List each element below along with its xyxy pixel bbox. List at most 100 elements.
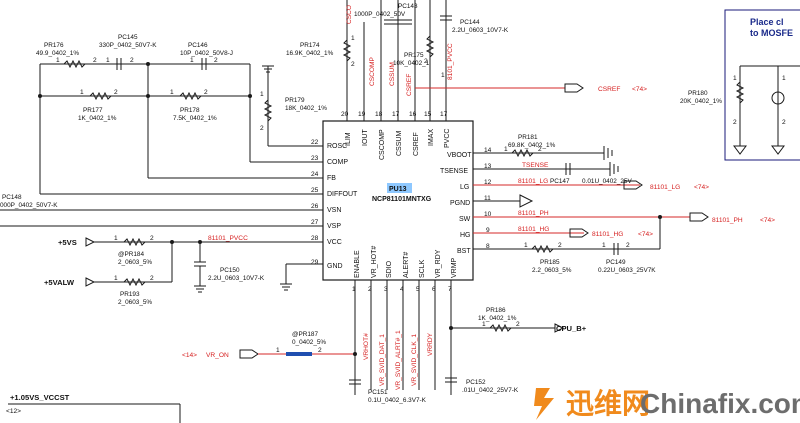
feedback-network: PR176 49.9_0402_1% PC145 330P_0402_50V7-…: [0, 34, 327, 227]
pr180-pin2: 2: [733, 119, 737, 126]
pc146-pin1: 1: [190, 57, 194, 64]
pin-lg: LG: [460, 184, 469, 191]
pc152-val: .01U_0402_25V7-K: [462, 387, 519, 394]
pin-num-8: 8: [486, 243, 490, 250]
pr174-ref: PR174: [300, 42, 320, 49]
pr180-ref: PR180: [688, 90, 708, 97]
pin-num-5: 5: [416, 286, 420, 293]
pc145-val: 330P_0402_50V7-K: [99, 42, 157, 49]
pin-num-26: 26: [311, 203, 319, 210]
pr174-pin1: 1: [351, 35, 355, 42]
net-5vs: +5VS: [58, 238, 77, 247]
pr176-pin1: 1: [56, 57, 60, 64]
note-line-2: to MOSFE: [750, 28, 793, 38]
ic-left-pins: ROSC COMP FB DIFFOUT VSN VSP VCC GND 22 …: [311, 139, 358, 270]
net-81101-lg: 81101_LG: [518, 178, 548, 185]
port-ph-label: 81101_PH: [712, 217, 743, 224]
pr176-val: 49.9_0402_1%: [36, 50, 79, 57]
pc150-val: 2.2U_0603_10V7-K: [208, 275, 265, 282]
pc147-ref: PC147: [550, 178, 570, 185]
pin-num-11: 11: [484, 195, 491, 202]
pgnd-symbol: [519, 194, 534, 208]
pc149-pin1: 1: [602, 242, 606, 249]
pin-vcc: VCC: [327, 239, 342, 246]
pin-fb: FB: [327, 175, 336, 182]
pr177-ref: PR177: [83, 107, 103, 114]
pr177-val: 1K_0402_1%: [78, 115, 117, 122]
pin-bst: BST: [457, 248, 471, 255]
net-105vs-vccst: +1.05VS_VCCST: [10, 393, 70, 402]
watermark-logo-icon: [534, 388, 554, 420]
net-imax-v: 8101_PVCC: [447, 43, 454, 80]
pin-num-2: 2: [368, 286, 372, 293]
pc149-ref: PC149: [606, 259, 626, 266]
pr178-ref: PR178: [180, 107, 200, 114]
pr186-ref: PR186: [486, 307, 506, 314]
net-cssum-v: CSSUM: [389, 62, 396, 86]
pin-iout: IOUT: [362, 129, 369, 146]
pr174-val: 16.9K_0402_1%: [286, 50, 334, 57]
pin-vsn: VSN: [327, 207, 341, 214]
pr193-pin2: 2: [150, 275, 154, 282]
pin-num-19: 19: [358, 111, 366, 118]
thermistor-pin1: 1: [782, 75, 786, 82]
port-vr-on-label: VR_ON: [206, 352, 229, 359]
pr184-val: 2_0603_5%: [118, 259, 152, 266]
pin-num-20: 20: [341, 111, 349, 118]
port-lg-label: 81101_LG: [650, 184, 680, 191]
pin-num-24: 24: [311, 171, 319, 178]
pr179-pin1: 1: [260, 91, 264, 98]
watermark: 迅维网 Chinafix.com: [528, 380, 800, 423]
pc149-val: 0.22U_0603_25V7K: [598, 267, 656, 274]
port-vr-on-tag: <14>: [182, 352, 197, 359]
resistor-pr178: [179, 91, 202, 101]
pin-num-12: 12: [484, 179, 492, 186]
ground-pr180: [733, 145, 747, 155]
arrow-cpu-b: [554, 323, 565, 333]
port-hg-tag: <74>: [638, 231, 653, 238]
pr184-pin2: 2: [150, 235, 154, 242]
ic-part-number: NCP81101MNTXG: [372, 196, 432, 203]
pin-sdio: SDIO: [386, 260, 393, 278]
pc151-val: 0.1U_0402_6.3V7-K: [368, 397, 427, 404]
pin-hg: HG: [460, 232, 471, 239]
pin-num-9: 9: [486, 227, 490, 234]
resistor-pr181: [511, 148, 534, 158]
pin-pvcc: PVCC: [444, 129, 451, 148]
pr187-ref: @PR187: [292, 331, 318, 338]
pr184-ref: @PR184: [118, 251, 144, 258]
pc144-ref: PC144: [460, 19, 480, 26]
pc147-val: 0.01U_0402_25V: [582, 178, 632, 185]
pc151-ref: PC151: [368, 389, 388, 396]
pin-vrrdy: VR_RDY: [435, 249, 442, 278]
net-svid-dat: VR_SVID_DAT_1: [379, 334, 386, 386]
pr175-ref: PR175: [404, 52, 424, 59]
power-inputs: +5VS +5VALW 81101_PVCC @PR184 2_0603_5% …: [44, 235, 323, 306]
net-81101-pvcc: 81101_PVCC: [208, 235, 248, 242]
pr177-pin2: 2: [114, 89, 118, 96]
pin-num-14: 14: [484, 147, 492, 154]
pr175-val: 10K_0402_1: [393, 60, 430, 67]
port-csref-tag: <74>: [632, 86, 647, 93]
pc145-ref: PC145: [118, 34, 138, 41]
right-side: PR181 69.8K_0402_1% TSENSE 1 2 81101_LG …: [473, 134, 775, 274]
pr176-ref: PR176: [44, 42, 64, 49]
pin-num-3: 3: [384, 286, 388, 293]
pin-imax: IMAX: [428, 129, 435, 146]
pin-num-23: 23: [311, 155, 319, 162]
pc149-pin2: 2: [626, 242, 630, 249]
pc146-pin2: 2: [214, 57, 218, 64]
pr187-pin1: 1: [276, 347, 280, 354]
pin-alert: ALERT#: [403, 252, 410, 278]
net-cpu-b: CPU_B+: [556, 324, 587, 333]
port-vr-on: [239, 349, 259, 359]
pin-cscomp: CSCOMP: [379, 129, 386, 160]
ic-pu13: PU13 NCP81101MNTXG 20 19 18 17 16 15 17 …: [311, 106, 492, 293]
pin-num-16: 16: [409, 111, 417, 118]
pr193-ref: PR193: [120, 291, 140, 298]
port-hg: [569, 228, 589, 238]
pr184-pin1: 1: [114, 235, 118, 242]
resistor-pr177: [89, 91, 112, 101]
note-line-1: Place cl: [750, 17, 784, 27]
